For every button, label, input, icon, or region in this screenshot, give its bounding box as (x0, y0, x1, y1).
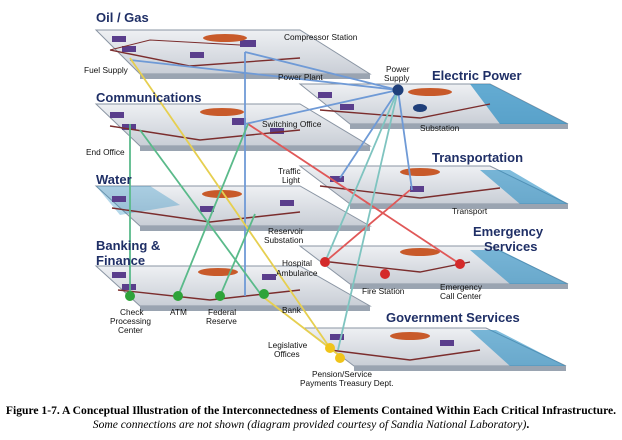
node-pension (335, 353, 345, 363)
line-compressor-to-power (244, 51, 399, 91)
caption-italic: Some connections are not shown (diagram … (92, 418, 527, 431)
node-federal-reserve (215, 291, 225, 301)
line-fuel-to-powerplant (129, 59, 399, 91)
sector-emergency-line2: Services (484, 239, 538, 254)
label-switching-office: Switching Office (262, 119, 322, 129)
label-end-office: End Office (86, 147, 125, 157)
label-power-plant: Power Plant (278, 72, 323, 82)
node-bank (259, 289, 269, 299)
line-power-to-transport (397, 89, 413, 191)
label-hospital: Hospital (282, 258, 312, 268)
label-compressor-station: Compressor Station (284, 32, 358, 42)
sector-oil-gas: Oil / Gas (96, 10, 149, 25)
line-water-to-fed (219, 213, 256, 297)
label-pension-2: Payments Treasury Dept. (300, 378, 394, 388)
plane-communications (94, 103, 372, 151)
label-legislative-2: Offices (274, 349, 300, 359)
label-check-processing-1: Check (120, 307, 144, 317)
node-emergency-call (455, 259, 465, 269)
label-transport: Transport (452, 206, 488, 216)
label-legislative-1: Legislative (268, 340, 308, 350)
infrastructure-diagram: Oil / Gas Communications Water Banking &… (84, 10, 569, 388)
label-traffic-light-1: Traffic (278, 166, 301, 176)
line-gov-teal (337, 89, 399, 351)
node-hospital (320, 257, 330, 267)
plane-government-services (302, 327, 567, 371)
plane-transportation (298, 165, 569, 209)
sector-water: Water (96, 172, 132, 187)
sector-communications: Communications (96, 90, 201, 105)
label-reservoir-1: Reservoir (268, 226, 304, 236)
label-ambulance: Ambulance (276, 268, 318, 278)
line-power-to-traffic (339, 89, 399, 179)
node-legislative (325, 343, 335, 353)
label-check-processing-2: Processing (110, 316, 151, 326)
sector-transportation: Transportation (432, 150, 523, 165)
label-reservoir-2: Substation (264, 235, 304, 245)
line-comm-to-power (244, 89, 399, 125)
caption-end: . (526, 418, 530, 431)
figure-caption: Figure 1-7. A Conceptual Illustration of… (4, 404, 618, 432)
node-atm (173, 291, 183, 301)
sector-government: Government Services (386, 310, 520, 325)
label-pension-1: Pension/Service (312, 369, 372, 379)
caption-bold: Figure 1-7. A Conceptual Illustration of… (5, 404, 617, 417)
label-fire-station: Fire Station (362, 286, 405, 296)
label-federal-reserve-1: Federal (208, 307, 236, 317)
node-power-supply (392, 84, 404, 96)
label-bank: Bank (282, 305, 302, 315)
connection-lines (129, 51, 461, 357)
node-check-processing (125, 291, 135, 301)
label-federal-reserve-2: Reserve (206, 316, 237, 326)
label-power-supply-2: Supply (384, 73, 410, 83)
plane-electric-power (298, 83, 569, 129)
line-oil-to-gov (129, 57, 331, 349)
line-fed-green (177, 123, 249, 297)
label-atm: ATM (170, 307, 187, 317)
sector-banking-line2: Finance (96, 253, 145, 268)
sector-banking-line1: Banking & (96, 238, 160, 253)
line-comm-to-atm (139, 129, 263, 297)
sector-emergency-line1: Emergency (473, 224, 544, 239)
label-check-processing-3: Center (118, 325, 143, 335)
label-substation: Substation (420, 123, 460, 133)
plane-emergency-services (298, 245, 569, 289)
line-amb-teal (324, 89, 399, 263)
label-power-supply-1: Power (386, 64, 410, 74)
label-emergency-call-2: Call Center (440, 291, 482, 301)
label-traffic-light-2: Light (282, 175, 301, 185)
label-fuel-supply: Fuel Supply (84, 65, 129, 75)
node-fire-station (380, 269, 390, 279)
label-emergency-call-1: Emergency (440, 282, 483, 292)
plane-banking-finance (94, 265, 372, 311)
sector-electric-power: Electric Power (432, 68, 522, 83)
